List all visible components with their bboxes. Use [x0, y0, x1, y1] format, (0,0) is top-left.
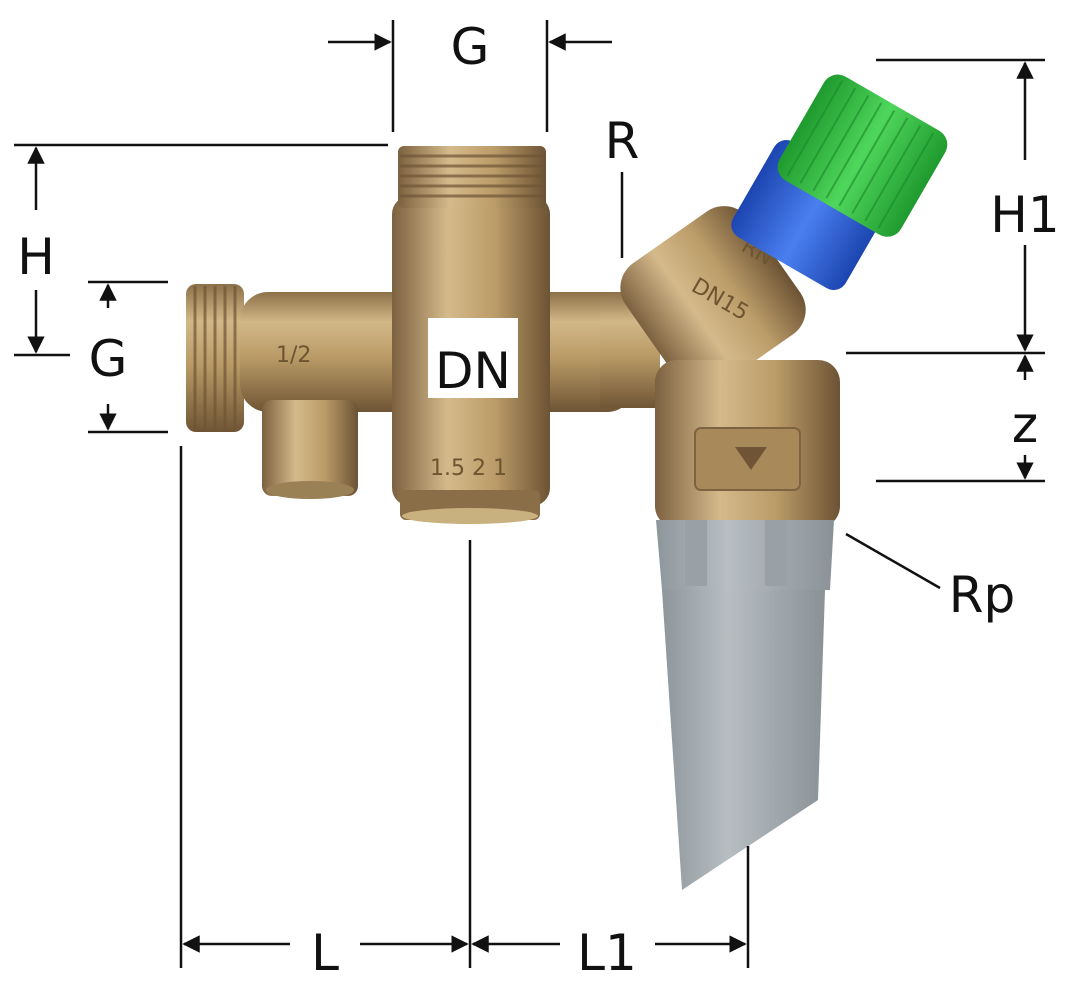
flow-direction-icon	[735, 447, 767, 470]
label-r: R	[605, 112, 640, 170]
label-g-left: G	[89, 330, 128, 388]
safety-valve-body	[620, 206, 806, 392]
label-l: L	[311, 924, 339, 982]
inlet-size-marking: 1/2	[276, 343, 311, 368]
dn-label-box	[428, 318, 518, 398]
top-thread	[398, 146, 546, 208]
inlet-thread	[186, 284, 244, 432]
green-cap	[777, 74, 948, 237]
label-h1: H1	[990, 186, 1059, 244]
body-stamp-marking: 1.5 2 1	[430, 456, 507, 481]
drain-port	[262, 400, 358, 496]
label-h: H	[17, 228, 55, 286]
label-rp: Rp	[949, 566, 1015, 624]
discharge-funnel	[656, 520, 834, 890]
label-g-top: G	[451, 18, 490, 76]
label-z: z	[1012, 396, 1038, 454]
dimension-labels: G H G R H1 z Rp L L1 DN	[17, 18, 1060, 982]
valve-illustration: 1/2 1.5 2 1 RN DN15	[186, 74, 948, 890]
label-dn: DN	[435, 342, 511, 400]
dimension-lines	[14, 20, 1045, 968]
label-l1: L1	[577, 924, 637, 982]
